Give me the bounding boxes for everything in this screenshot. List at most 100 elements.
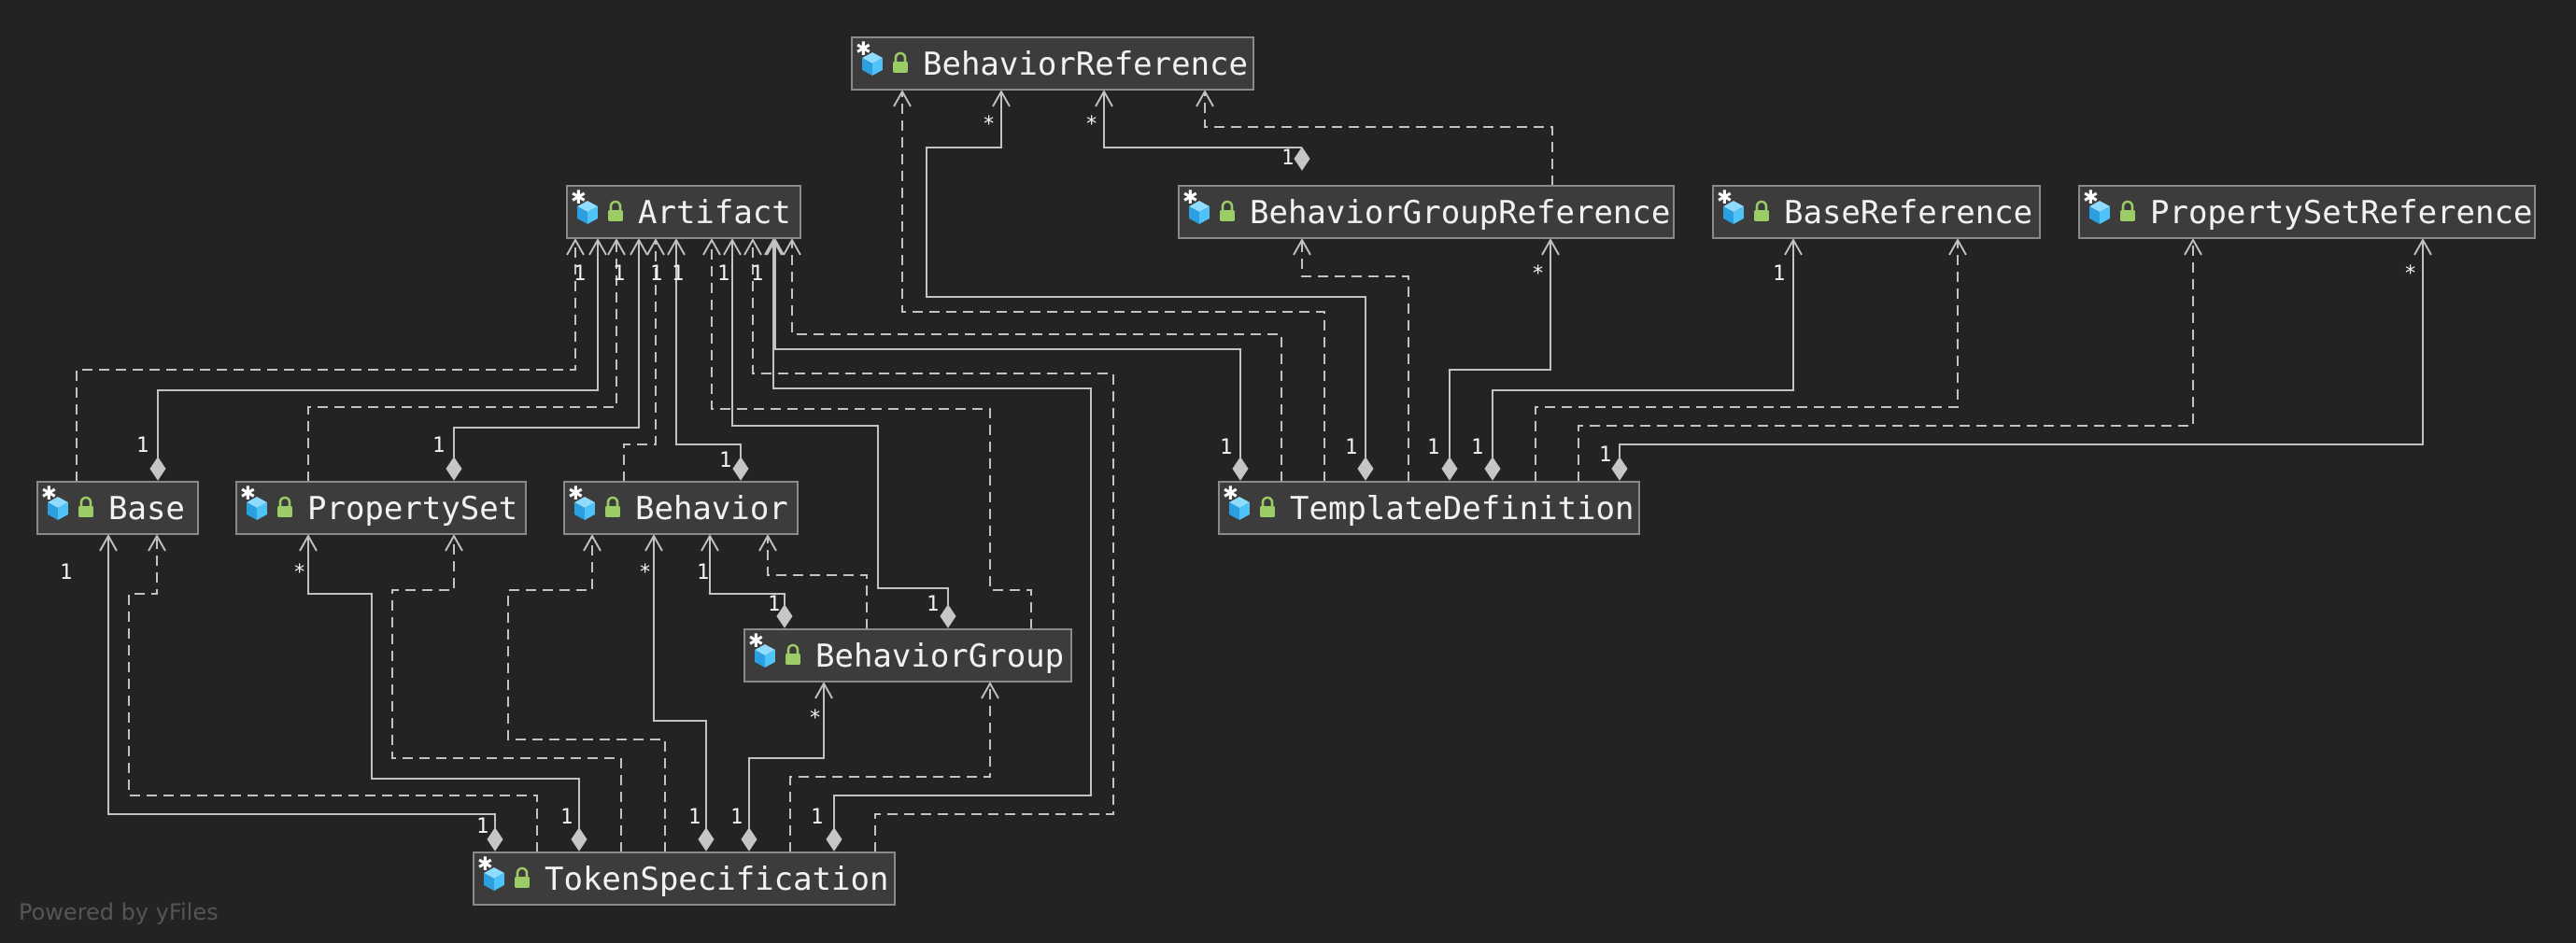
edge-template-definition-to-behavior-group-reference-line [1301, 240, 1409, 482]
multiplicity-label: 1 [697, 561, 709, 584]
lock-icon [515, 866, 530, 888]
multiplicity-label: * [639, 561, 651, 584]
cube-icon [1723, 201, 1744, 224]
class-node-behavior-group-reference[interactable]: ✱BehaviorGroupReference [1178, 185, 1675, 239]
multiplicity-label: 1 [560, 806, 573, 829]
composition-diamond [940, 604, 956, 628]
edge-behavior-group-to-behavior [758, 533, 868, 629]
class-node-property-set-reference[interactable]: ✱PropertySetReference [2078, 185, 2536, 239]
multiplicity-label: 1 [136, 434, 149, 457]
edge-property-set-composed-in-artifact: 11 [432, 237, 648, 481]
arrowhead [630, 237, 648, 256]
edge-template-definition-to-artifact-line [791, 240, 1282, 482]
class-name: Behavior [635, 490, 788, 528]
class-node-behavior[interactable]: ✱Behavior [563, 481, 799, 535]
edge-token-specification-to-property-set [391, 533, 622, 852]
class-node-property-set[interactable]: ✱ PropertySet [235, 481, 527, 535]
edge-template-definition-to-behavior-reference-line [901, 91, 1325, 482]
composition-diamond [1484, 457, 1501, 481]
class-box [563, 481, 799, 535]
class-node-artifact[interactable]: ✱Artifact [566, 185, 801, 239]
static-star-icon: ✱ [477, 852, 493, 875]
multiplicity-label: 1 [1599, 443, 1611, 467]
edge-token-specification-composed-in-artifact-line [772, 240, 1092, 828]
class-name: TemplateDefinition [1290, 490, 1634, 528]
edge-behavior-composed-in-artifact: 11 [667, 237, 749, 481]
class-name: TokenSpecification [545, 861, 888, 898]
edge-template-definition-to-property-set-reference [1578, 237, 2202, 482]
edge-behavior-group-composed-behavior-line [709, 536, 786, 605]
multiplicity-label: 1 [1220, 436, 1232, 459]
edge-property-set-to-artifact-line [307, 240, 617, 482]
multiplicity-label: 1 [719, 449, 731, 472]
edge-token-specification-composed-base: 11 [60, 533, 503, 852]
multiplicity-label: 1 [432, 434, 445, 457]
multiplicity-label: 1 [672, 262, 684, 286]
edge-behavior-to-artifact: 1 [623, 237, 665, 482]
edge-template-definition-composed-behavior-reference: *1 [926, 89, 1374, 481]
arrowhead [814, 681, 833, 699]
edge-behavior-group-reference-composed-behavior-reference-line [1103, 91, 1302, 148]
arrowhead [607, 237, 626, 256]
cube-icon [2089, 201, 2110, 224]
edge-behavior-group-composed-behavior: 11 [697, 533, 793, 628]
edge-behavior-group-to-artifact [702, 237, 1032, 629]
multiplicity-label: 1 [476, 815, 488, 838]
multiplicity-label: 1 [1773, 262, 1785, 286]
cube-icon [48, 497, 68, 520]
class-box [36, 481, 199, 535]
edge-template-definition-to-behavior-reference [893, 89, 1325, 482]
edge-token-specification-to-behavior-group [789, 681, 999, 852]
arrowhead [783, 237, 801, 256]
edge-token-specification-to-property-set-line [391, 536, 622, 852]
static-star-icon: ✱ [1717, 186, 1733, 208]
arrowhead [148, 533, 166, 552]
cube-icon [574, 497, 595, 520]
edge-token-specification-to-artifact [743, 237, 1114, 852]
composition-diamond [446, 457, 462, 481]
multiplicity-label: 1 [1427, 436, 1439, 459]
arrowhead [893, 89, 912, 107]
class-node-behavior-group[interactable]: ✱BehaviorGroup [743, 628, 1072, 683]
static-star-icon: ✱ [748, 629, 764, 652]
arrowhead [1293, 237, 1311, 256]
class-name: PropertySet [307, 490, 517, 528]
lock-icon [1220, 200, 1235, 221]
yfiles-watermark: Powered by yFiles [19, 899, 219, 925]
edge-template-definition-composed-property-set-reference-line [1619, 240, 2424, 457]
multiplicity-label: 1 [573, 262, 586, 286]
edge-property-set-to-artifact [307, 237, 626, 482]
class-node-behavior-reference[interactable]: ✱BehaviorReference [851, 36, 1254, 91]
arrowhead [1196, 89, 1214, 107]
edge-template-definition-composed-in-artifact-line [774, 240, 1241, 457]
multiplicity-label: 1 [1281, 147, 1294, 170]
edge-behavior-group-to-artifact-line [711, 240, 1032, 629]
multiplicity-label: 1 [613, 262, 625, 286]
lock-icon [1260, 496, 1275, 517]
class-box [1218, 481, 1640, 535]
cube-icon [1189, 201, 1210, 224]
cube-icon [1229, 497, 1250, 520]
arrowhead [723, 237, 742, 256]
class-node-base-reference[interactable]: ✱BaseReference [1712, 185, 2041, 239]
static-star-icon: ✱ [2083, 186, 2099, 208]
edge-behavior-group-to-behavior-line [767, 536, 868, 629]
cube-icon [484, 867, 504, 891]
multiplicity-label: 1 [768, 593, 780, 616]
edge-token-specification-composed-behavior: *1 [639, 533, 715, 852]
static-star-icon: ✱ [1182, 186, 1198, 208]
multiplicity-label: * [1532, 262, 1544, 286]
edge-template-definition-composed-property-set-reference: *1 [1599, 237, 2432, 481]
class-name: Base [108, 490, 185, 528]
edge-base-to-artifact [76, 237, 585, 482]
class-node-base[interactable]: ✱Base [36, 481, 199, 535]
edge-behavior-group-reference-composed-behavior-reference: *1 [1085, 89, 1310, 171]
class-box [2078, 185, 2536, 239]
class-node-token-specification[interactable]: ✱ TokenSpecification [473, 852, 896, 906]
arrowhead [701, 533, 719, 552]
static-star-icon: ✱ [240, 482, 256, 504]
composition-diamond [571, 827, 587, 852]
class-node-template-definition[interactable]: ✱TemplateDefinition [1218, 481, 1640, 535]
multiplicity-label: 1 [751, 262, 763, 286]
